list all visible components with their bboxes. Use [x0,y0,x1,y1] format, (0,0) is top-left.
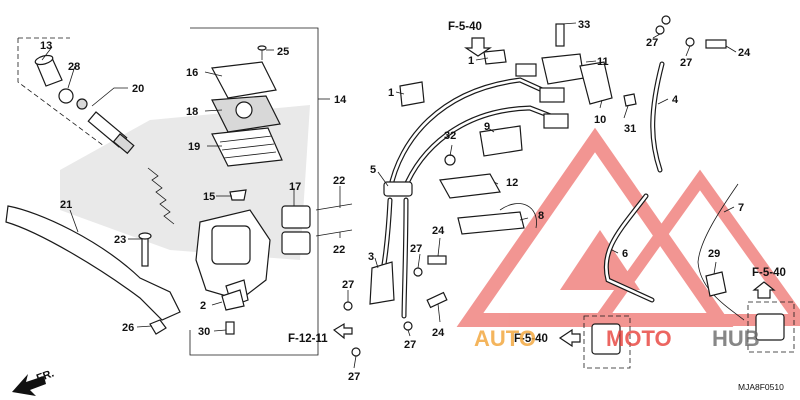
callout-6: 6 [622,248,628,260]
callout-20: 20 [132,83,144,95]
callout-32: 32 [444,130,456,142]
watermark-auto: AUTO [474,326,536,351]
callout-27-a: 27 [342,279,354,291]
callout-14: 14 [334,94,347,106]
master-cylinder-body [195,209,271,307]
callout-9: 9 [484,121,490,133]
brake-lever [5,205,181,321]
leader-lines [41,22,737,369]
callout-17: 17 [289,181,301,193]
callout-27-e: 27 [646,37,658,49]
callout-28: 28 [68,61,80,73]
callout-4: 4 [672,94,679,106]
ref-label-top: F-5-40 [448,21,482,33]
callout-23: 23 [114,234,126,246]
callout-27-c: 27 [404,339,416,351]
diagram-code: MJA8F0510 [738,382,784,392]
ref-label-left: F-12-11 [288,333,328,345]
callout-11: 11 [597,56,609,68]
direction-label: FR. [35,367,56,384]
callout-33: 33 [578,19,590,31]
callout-2: 2 [200,300,206,312]
callout-26: 26 [122,322,134,334]
callout-15: 15 [203,191,215,203]
watermark-text: AUTO MOTO HUB [474,326,760,351]
watermark-moto: MOTO [606,326,672,351]
reference-F-12-11: F-12-11 [288,322,353,345]
callout-18: 18 [186,106,198,118]
callout-13: 13 [40,40,52,52]
callout-27-b: 27 [348,371,360,383]
callout-19: 19 [188,141,200,153]
watermark-logo [456,127,800,327]
reference-F-5-40-right: F-5-40 [747,267,795,353]
reference-F-5-40-top: F-5-40 [448,21,492,57]
reference-F-5-40-bottom: F-5-40 [514,315,631,369]
cap-13 [34,54,63,87]
callout-29: 29 [708,248,720,260]
callout-22-bottom: 22 [333,244,345,256]
callout-1-left: 1 [388,87,394,99]
callout-10: 10 [594,114,606,126]
ref-label-right: F-5-40 [752,267,786,279]
callout-21: 21 [60,199,72,211]
callout-16: 16 [186,67,198,79]
front-direction-arrow: FR. [12,367,56,396]
master-cylinder-group [5,27,353,356]
callout-30: 30 [198,326,210,338]
callout-7: 7 [738,202,744,214]
callout-27-f: 27 [680,57,692,69]
callout-24-lower: 24 [432,327,445,339]
holder-17 [281,205,311,255]
callout-24-upper: 24 [432,225,445,237]
ref-label-bottom: F-5-40 [514,333,548,345]
callout-24-right: 24 [738,47,751,59]
callout-8: 8 [538,210,544,222]
callout-5: 5 [370,164,376,176]
watermark-hub: HUB [712,326,760,351]
reservoir-cover [211,61,277,99]
callout-22-top: 22 [333,175,345,187]
callout-25: 25 [277,46,289,58]
callout-27-d: 27 [410,243,422,255]
callout-12: 12 [506,177,518,189]
callout-31: 31 [624,123,636,135]
piston-assembly [87,111,175,225]
callout-3: 3 [368,251,374,263]
callout-1-right: 1 [468,55,474,67]
callout-numbers: 13 28 20 16 18 19 25 14 17 15 22 22 21 2… [40,19,751,383]
